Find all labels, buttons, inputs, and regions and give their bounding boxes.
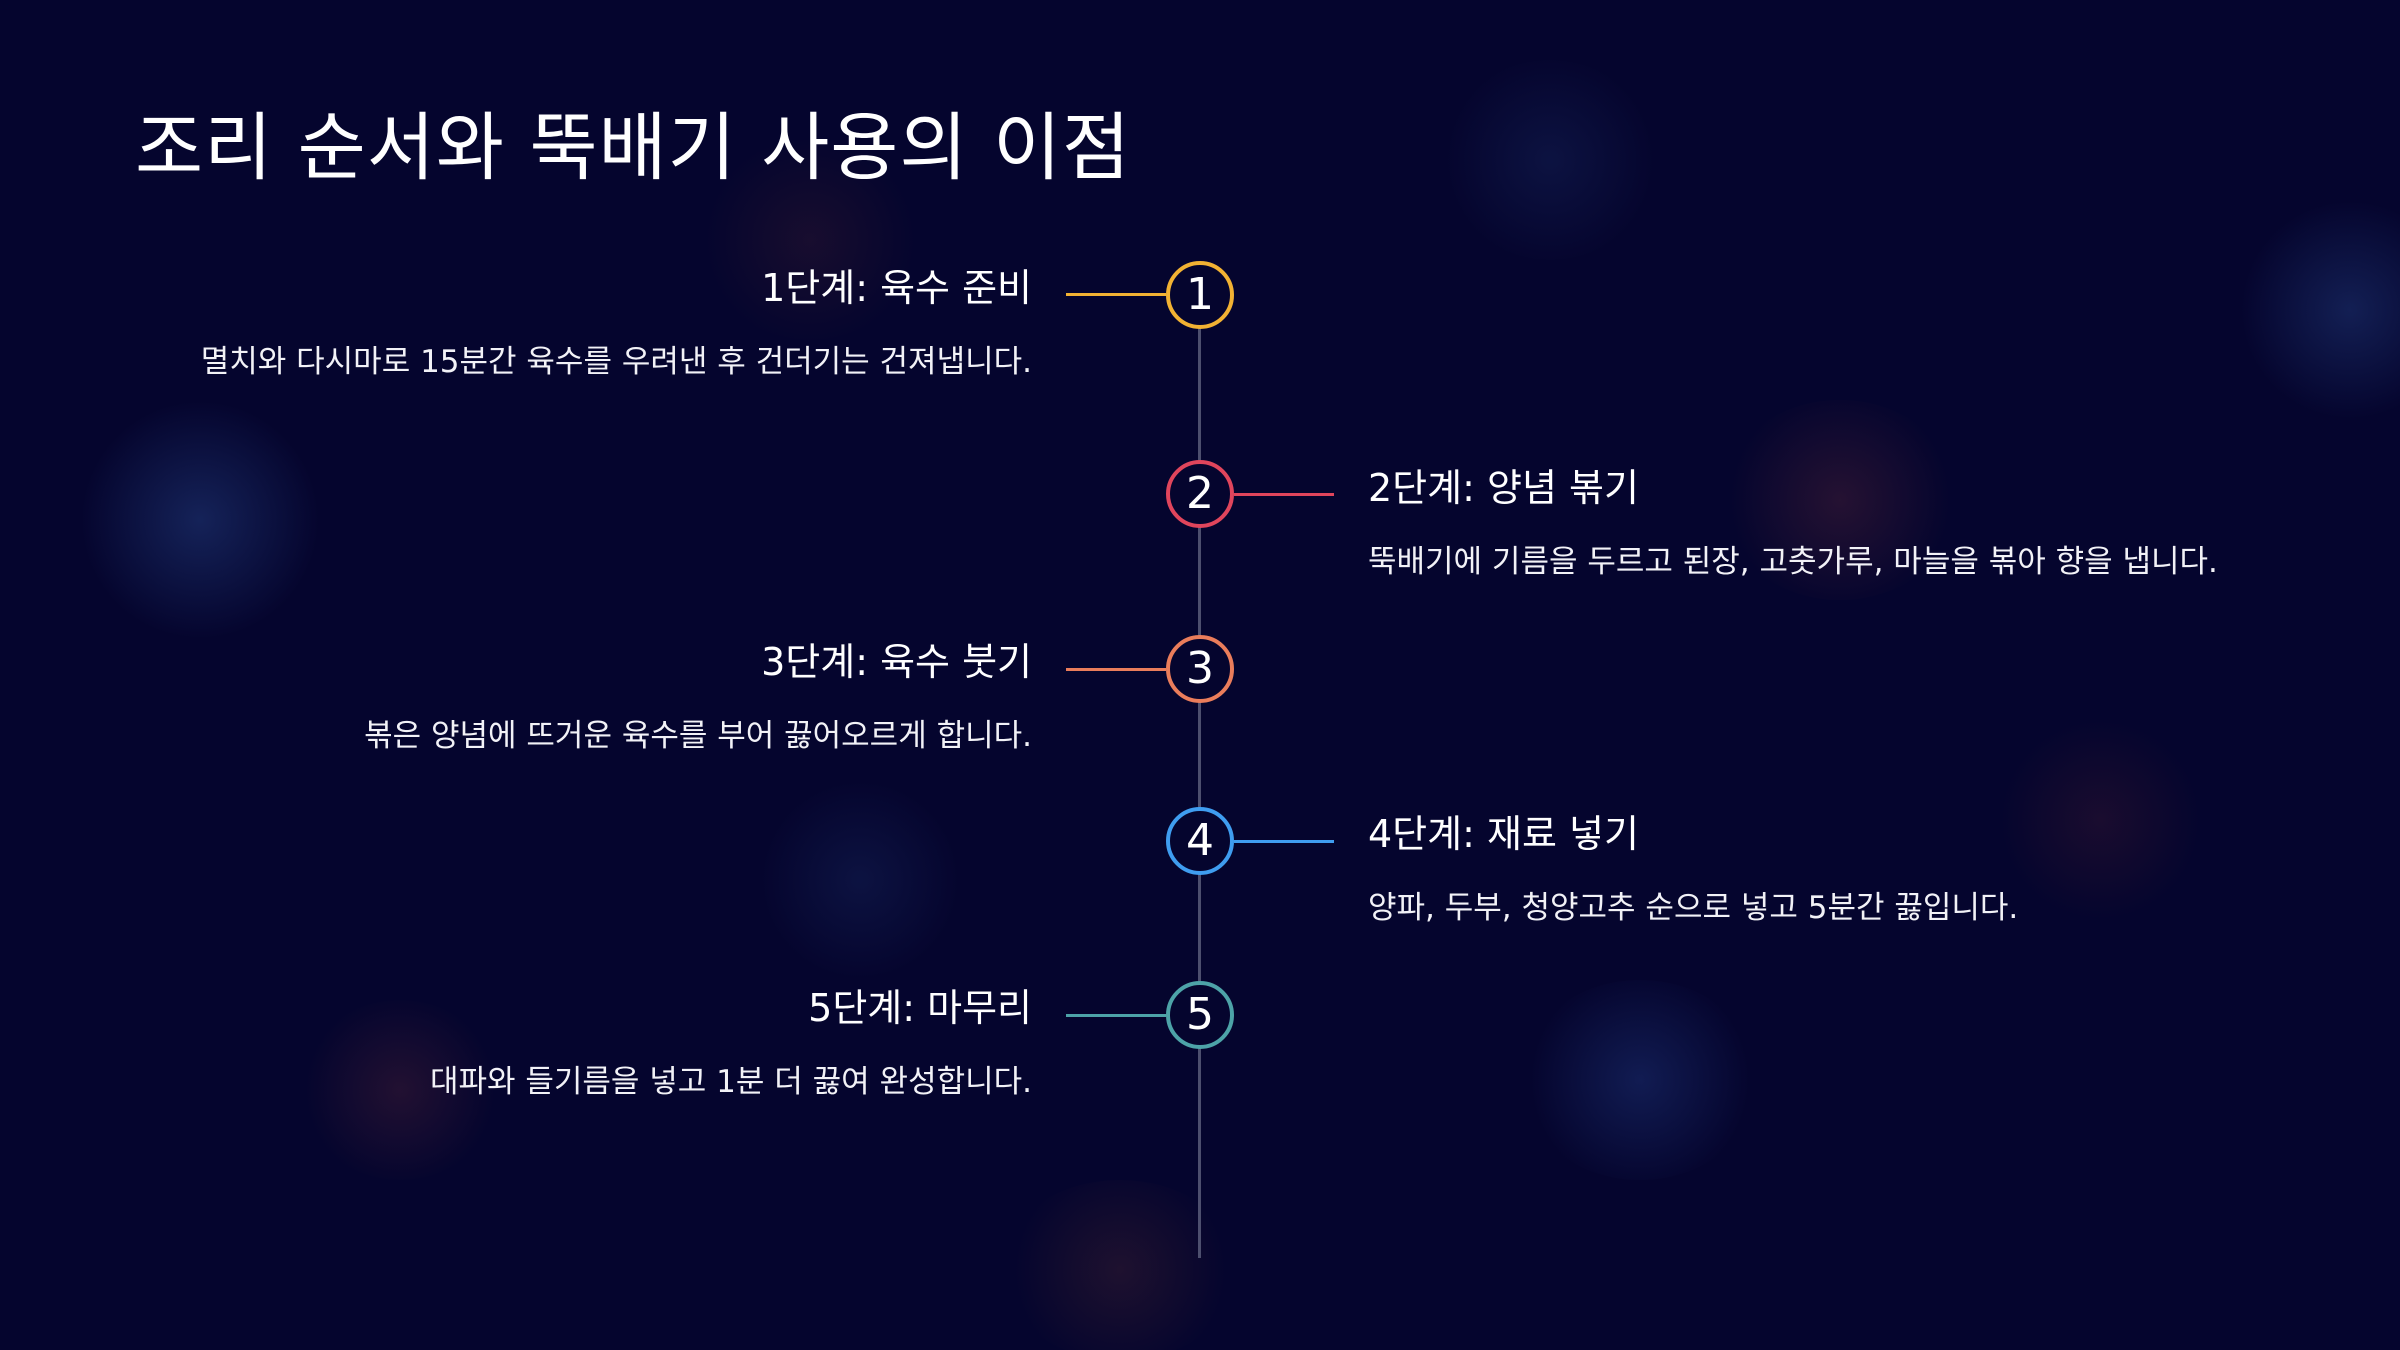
step-number: 2 <box>1186 468 1214 519</box>
step-title: 1단계: 육수 준비 <box>761 266 1032 310</box>
step-connector <box>1234 840 1334 843</box>
step-connector <box>1066 293 1166 296</box>
step-description: 대파와 들기름을 넣고 1분 더 끓여 완성합니다. <box>429 1064 1032 1100</box>
step-number: 4 <box>1186 815 1214 866</box>
background-glow <box>1000 1180 1240 1350</box>
step-number: 3 <box>1186 643 1214 694</box>
timeline-line <box>1198 294 1201 1258</box>
step-title: 3단계: 육수 붓기 <box>761 640 1032 684</box>
step-node: 2 <box>1166 460 1234 528</box>
step-node: 4 <box>1166 807 1234 875</box>
step-connector <box>1234 493 1334 496</box>
background-glow <box>2000 720 2200 920</box>
background-glow <box>1520 980 1760 1180</box>
background-glow <box>2240 200 2400 420</box>
background-glow <box>1440 60 1660 260</box>
step-title: 2단계: 양념 볶기 <box>1368 466 1639 510</box>
step-description: 양파, 두부, 청양고추 순으로 넣고 5분간 끓입니다. <box>1368 890 2019 926</box>
step-connector <box>1066 1014 1166 1017</box>
step-title: 4단계: 재료 넣기 <box>1368 812 1639 856</box>
background-glow <box>80 400 320 640</box>
step-node: 1 <box>1166 261 1234 329</box>
step-number: 5 <box>1186 989 1214 1040</box>
step-title: 5단계: 마무리 <box>808 986 1032 1030</box>
step-description: 뚝배기에 기름을 두르고 된장, 고춧가루, 마늘을 볶아 향을 냅니다. <box>1368 544 2218 580</box>
step-description: 멸치와 다시마로 15분간 육수를 우려낸 후 건더기는 건져냅니다. <box>200 344 1032 380</box>
step-node: 5 <box>1166 981 1234 1049</box>
step-connector <box>1066 668 1166 671</box>
step-node: 3 <box>1166 635 1234 703</box>
background-glow <box>760 780 960 980</box>
slide-title: 조리 순서와 뚝배기 사용의 이점 <box>135 105 1132 191</box>
step-description: 볶은 양념에 뜨거운 육수를 부어 끓어오르게 합니다. <box>364 718 1032 754</box>
step-number: 1 <box>1186 269 1214 320</box>
